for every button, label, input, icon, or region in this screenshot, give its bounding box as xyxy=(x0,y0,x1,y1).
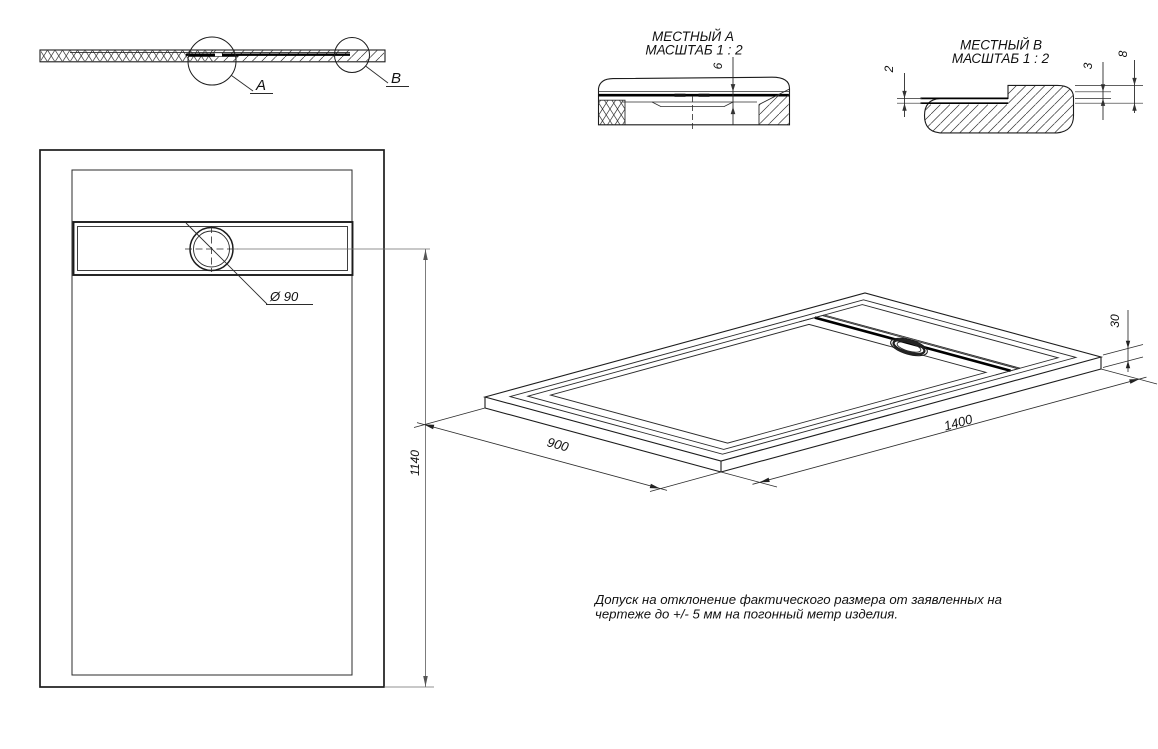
dimension-6-label: 6 xyxy=(711,62,725,69)
detail-b-title: МЕСТНЫЙ В xyxy=(960,37,1042,53)
note-line-1: Допуск на отклонение фактического размер… xyxy=(593,592,1002,607)
detail-b-leader xyxy=(365,65,389,84)
detail-b-label: B xyxy=(391,70,401,87)
grate-bar xyxy=(698,93,710,97)
iso-outer-face xyxy=(482,292,1104,462)
iso-rim-outer xyxy=(508,299,1078,455)
drain-channel-inner xyxy=(77,226,348,271)
arrowhead xyxy=(423,676,428,687)
arrowhead xyxy=(1100,98,1106,106)
dimension-1140-label: 1140 xyxy=(408,450,422,476)
detail-a-outline xyxy=(597,76,791,126)
iso-view: 900 1400 30 xyxy=(413,292,1158,492)
drain-leader-line xyxy=(185,222,268,305)
iso-bottom-edge-right xyxy=(720,368,1102,473)
dimension-30-label: 30 xyxy=(1108,314,1122,328)
arrowhead xyxy=(902,103,907,111)
detail-a-scale: МАСШТАБ 1 : 2 xyxy=(645,43,743,58)
tray-inner-rect xyxy=(71,169,353,676)
arrowhead xyxy=(1132,103,1137,111)
detail-a-left-hatch xyxy=(598,99,626,125)
tray-outer-rect xyxy=(39,149,385,688)
detail-b-hatch xyxy=(924,85,1074,133)
section-view: A B xyxy=(39,36,409,94)
dimension-2-label: 2 xyxy=(882,65,896,73)
detail-b-outline xyxy=(923,84,1075,134)
arrowhead xyxy=(730,106,736,115)
dimension-900-line xyxy=(416,422,668,491)
detail-a-circle xyxy=(187,36,237,86)
iso-rim-inner xyxy=(526,304,1060,450)
arrowhead xyxy=(424,424,435,430)
dimension-1400-label: 1400 xyxy=(942,411,975,433)
arrowhead xyxy=(730,84,736,92)
dimension-1400-line xyxy=(752,376,1147,485)
arrowhead xyxy=(1125,360,1131,369)
detail-a-right-hatch xyxy=(758,88,790,125)
detail-a-title: МЕСТНЫЙ А xyxy=(652,28,734,44)
cross-hatch-area xyxy=(41,50,213,62)
tolerance-note: Допуск на отклонение фактического размер… xyxy=(593,592,1002,622)
plan-view: Ø 90 1140 xyxy=(39,149,434,688)
arrowhead xyxy=(1100,84,1106,92)
section-bar xyxy=(39,49,386,63)
iso-basin-floor xyxy=(548,323,988,444)
dimension-900-label: 900 xyxy=(545,434,571,454)
detail-b-view: МЕСТНЫЙ В МАСШТАБ 1 : 2 2 3 8 xyxy=(882,37,1143,134)
grate-bar xyxy=(674,93,686,97)
arrowhead xyxy=(423,249,428,260)
drain-diameter-label: Ø 90 xyxy=(269,289,299,304)
arrowhead xyxy=(759,477,770,483)
iso-bottom-edge-left xyxy=(484,407,722,473)
detail-b-scale: МАСШТАБ 1 : 2 xyxy=(952,51,1050,66)
detail-a-label: A xyxy=(255,77,266,94)
arrowhead xyxy=(1132,77,1137,86)
arrowhead xyxy=(1129,379,1140,384)
arrowhead xyxy=(902,90,907,99)
iso-shelf-line xyxy=(824,314,1021,369)
arrowhead xyxy=(1125,340,1131,349)
iso-drain xyxy=(890,337,928,357)
detail-a-leader xyxy=(231,75,254,92)
dimension-3-label: 3 xyxy=(1081,62,1095,69)
drain-channel-outer xyxy=(72,221,354,276)
note-line-2: чертеже до +/- 5 мм на погонный метр изд… xyxy=(595,607,898,622)
detail-a-view: МЕСТНЫЙ А МАСШТАБ 1 : 2 6 xyxy=(597,28,791,132)
arrowhead xyxy=(649,483,660,489)
detail-b-circle xyxy=(334,37,370,73)
dimension-8-label: 8 xyxy=(1116,50,1130,57)
